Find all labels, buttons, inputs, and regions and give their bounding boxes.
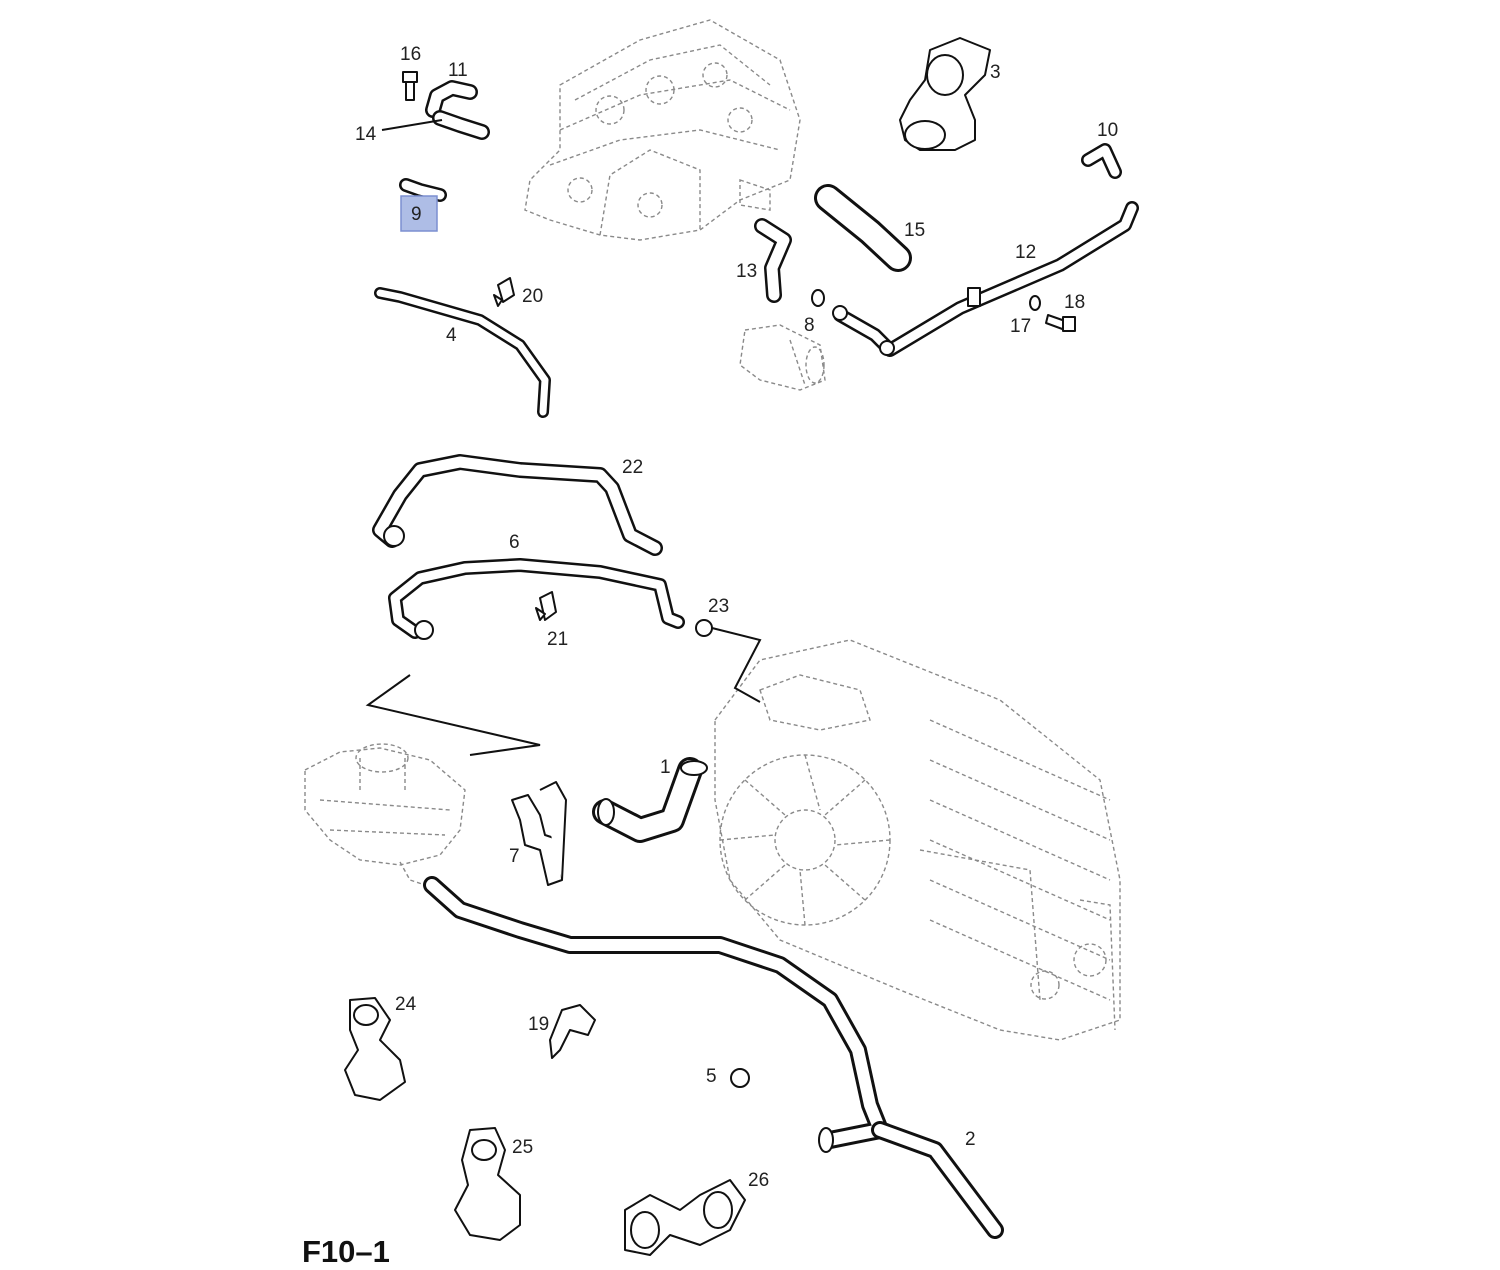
part-1-hose[interactable] [592, 757, 708, 843]
engine-block-ghost [524, 19, 801, 241]
highlight-box[interactable] [400, 195, 438, 232]
callout-13[interactable]: 13 [736, 261, 757, 282]
part-5-clamp[interactable] [730, 1068, 750, 1088]
part-16-bolt[interactable] [402, 71, 418, 101]
callout-25[interactable]: 25 [512, 1137, 533, 1158]
callout-7[interactable]: 7 [509, 846, 520, 867]
callout-1[interactable]: 1 [660, 757, 671, 778]
callout-26[interactable]: 26 [748, 1170, 769, 1191]
part-9-hose[interactable] [399, 178, 447, 202]
part-21-clip[interactable] [535, 591, 557, 621]
callout-9[interactable]: 9 [411, 204, 422, 225]
callout-14[interactable]: 14 [355, 124, 377, 145]
part-8-o-ring[interactable] [811, 289, 825, 307]
part-13-hose[interactable] [754, 218, 792, 303]
part-25-clamp[interactable] [454, 1127, 521, 1241]
callout-24[interactable]: 24 [395, 994, 417, 1015]
callout-3[interactable]: 3 [990, 62, 1001, 83]
callout-23[interactable]: 23 [708, 596, 729, 617]
part-20-clip[interactable] [493, 277, 515, 307]
part-11-hose[interactable] [425, 80, 490, 140]
callout-2[interactable]: 2 [965, 1129, 976, 1150]
callout-17[interactable]: 17 [1010, 316, 1031, 337]
part-24-clamp[interactable] [344, 997, 406, 1101]
part-17-washer[interactable] [1029, 295, 1041, 311]
radiator-fan-ghost [714, 639, 1121, 1041]
callout-19[interactable]: 19 [528, 1014, 549, 1035]
callout-18[interactable]: 18 [1064, 292, 1085, 313]
part-15-hose[interactable] [814, 184, 912, 272]
callout-8[interactable]: 8 [804, 315, 815, 336]
expansion-tank-ghost [304, 743, 466, 886]
callout-5[interactable]: 5 [706, 1066, 717, 1087]
part-4-hose[interactable] [374, 287, 551, 418]
callout-4[interactable]: 4 [446, 325, 457, 346]
callout-16[interactable]: 16 [400, 44, 421, 65]
part-22-hose[interactable] [372, 454, 663, 556]
part-12-pipe[interactable] [832, 201, 1139, 357]
part-26-twin-clamp[interactable] [624, 1179, 746, 1256]
callout-10[interactable]: 10 [1097, 120, 1118, 141]
thermostat-housing-ghost [739, 324, 826, 391]
part-7-bracket[interactable] [511, 781, 567, 886]
part-2-hose[interactable] [423, 876, 1004, 1239]
part-6-hose[interactable] [388, 558, 685, 640]
callout-12[interactable]: 12 [1015, 242, 1036, 263]
callout-20[interactable]: 20 [522, 286, 543, 307]
part-14-clamp[interactable] [381, 119, 443, 131]
callout-22[interactable]: 22 [622, 457, 643, 478]
part-23-clamp[interactable] [695, 619, 713, 637]
part-18-bolt[interactable] [1045, 314, 1076, 332]
part-3-bracket[interactable] [899, 37, 991, 151]
callout-6[interactable]: 6 [509, 532, 520, 553]
part-10-hose[interactable] [1081, 143, 1122, 179]
callout-21[interactable]: 21 [547, 629, 568, 650]
part-19-clip[interactable] [549, 1004, 596, 1059]
callout-11[interactable]: 11 [448, 60, 468, 81]
callout-15[interactable]: 15 [904, 220, 925, 241]
figure-label: F10–1 [302, 1234, 390, 1269]
